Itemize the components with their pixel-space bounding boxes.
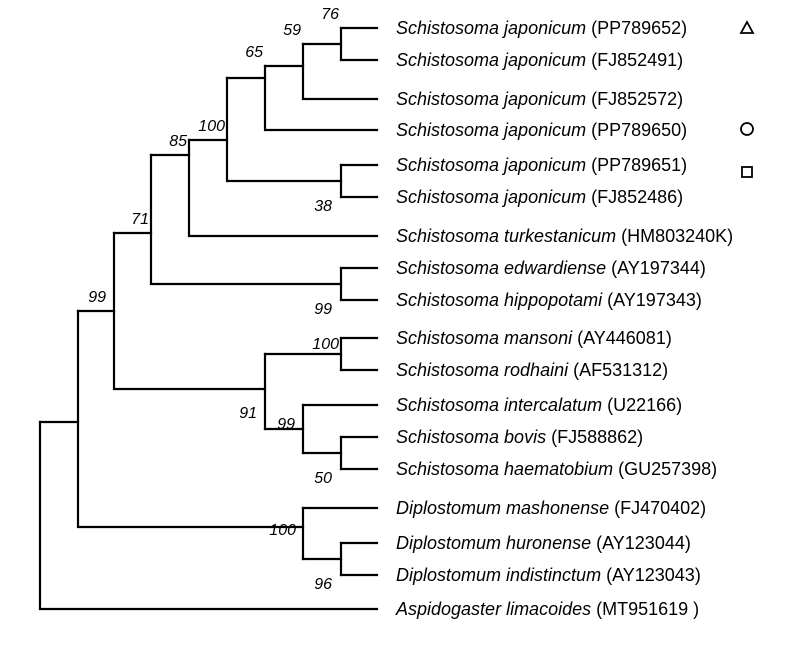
asian-node [149, 153, 343, 286]
accession-number: (AY446081) [572, 328, 672, 348]
japonicum-turk-node [187, 138, 379, 238]
square-icon [741, 166, 753, 178]
taxon-label: Schistosoma bovis (FJ588862) [396, 427, 643, 447]
species-name: Schistosoma japonicum [396, 187, 586, 207]
circle-icon [740, 122, 754, 136]
accession-number: (AY197344) [606, 258, 706, 278]
taxon-label: Schistosoma rodhaini (AF531312) [396, 360, 668, 380]
support-value: 99 [88, 289, 106, 306]
species-name: Schistosoma japonicum [396, 120, 586, 140]
taxon-label: Diplostomum mashonense (FJ470402) [396, 498, 706, 518]
schisto-node [112, 231, 267, 391]
support-value: 71 [131, 211, 149, 228]
triangle-icon [739, 20, 755, 34]
support-value: 99 [277, 416, 295, 433]
accession-number: (FJ470402) [609, 498, 706, 518]
taxon-label: Schistosoma intercalatum (U22166) [396, 395, 682, 415]
support-value: 65 [245, 44, 263, 61]
support-value: 59 [283, 22, 301, 39]
species-name: Diplostomum indistinctum [396, 565, 601, 585]
accession-number: (AF531312) [568, 360, 668, 380]
species-name: Schistosoma japonicum [396, 50, 586, 70]
accession-number: (FJ588862) [546, 427, 643, 447]
taxon-label: Schistosoma japonicum (PP789651) [396, 155, 687, 175]
species-name: Schistosoma haematobium [396, 459, 613, 479]
taxon-label: Schistosoma japonicum (FJ852572) [396, 89, 683, 109]
taxon-label: Schistosoma hippopotami (AY197343) [396, 290, 702, 310]
taxon-label: Diplostomum huronense (AY123044) [396, 533, 691, 553]
support-value: 85 [169, 133, 187, 150]
accession-number: (HM803240K) [616, 226, 733, 246]
taxon-label: Schistosoma japonicum (FJ852486) [396, 187, 683, 207]
species-name: Schistosoma turkestanicum [396, 226, 616, 246]
species-name: Schistosoma edwardiense [396, 258, 606, 278]
species-name: Schistosoma bovis [396, 427, 546, 447]
species-name: Schistosoma japonicum [396, 89, 586, 109]
taxon-label: Schistosoma mansoni (AY446081) [396, 328, 672, 348]
taxon-label: Schistosoma edwardiense (AY197344) [396, 258, 706, 278]
support-value: 100 [269, 522, 296, 539]
taxon-label: Schistosoma haematobium (GU257398) [396, 459, 717, 479]
accession-number: (PP789650) [586, 120, 687, 140]
accession-number: (GU257398) [613, 459, 717, 479]
support-values: 76 59 65 100 38 85 71 99 99 100 91 99 50 100 96 [88, 6, 339, 593]
taxon-label: Diplostomum indistinctum (AY123043) [396, 565, 701, 585]
accession-number: (AY197343) [602, 290, 702, 310]
species-name: Diplostomum mashonense [396, 498, 609, 518]
accession-number: (MT951619 ) [591, 599, 699, 619]
support-value: 50 [314, 470, 332, 487]
species-name: Schistosoma intercalatum [396, 395, 602, 415]
node-65 [263, 64, 379, 132]
support-value: 96 [314, 576, 332, 593]
support-value: 91 [239, 405, 257, 422]
accession-number: (AY123044) [591, 533, 691, 553]
accession-number: (FJ852491) [586, 50, 683, 70]
species-name: Schistosoma japonicum [396, 18, 586, 38]
support-value: 76 [321, 6, 339, 23]
species-name: Schistosoma japonicum [396, 155, 586, 175]
accession-number: (PP789652) [586, 18, 687, 38]
accession-number: (PP789651) [586, 155, 687, 175]
node-59 [301, 42, 379, 101]
accession-number: (FJ852486) [586, 187, 683, 207]
support-value: 38 [314, 198, 332, 215]
taxon-label: Schistosoma turkestanicum (HM803240K) [396, 226, 733, 246]
species-name: Schistosoma rodhaini [396, 360, 569, 380]
species-name: Diplostomum huronense [396, 533, 591, 553]
taxon-label: Schistosoma japonicum (FJ852491) [396, 50, 683, 70]
ingroup-node [76, 309, 305, 529]
taxon-labels: Schistosoma japonicum (PP789652)Schistos… [395, 18, 733, 619]
taxon-label: Aspidogaster limacoides (MT951619 ) [395, 599, 699, 619]
japonicum-core-node [225, 76, 343, 183]
taxon-label: Schistosoma japonicum (PP789650) [396, 120, 687, 140]
support-value: 100 [312, 336, 339, 353]
accession-number: (AY123043) [601, 565, 701, 585]
species-name: Schistosoma mansoni [396, 328, 573, 348]
taxon-label: Schistosoma japonicum (PP789652) [396, 18, 687, 38]
support-value: 99 [314, 301, 332, 318]
root-stem [38, 420, 379, 611]
accession-number: (U22166) [602, 395, 682, 415]
support-value: 100 [198, 118, 225, 135]
species-name: Aspidogaster limacoides [395, 599, 591, 619]
branches [38, 26, 379, 611]
sample-markers [739, 20, 755, 178]
accession-number: (FJ852572) [586, 89, 683, 109]
species-name: Schistosoma hippopotami [396, 290, 603, 310]
